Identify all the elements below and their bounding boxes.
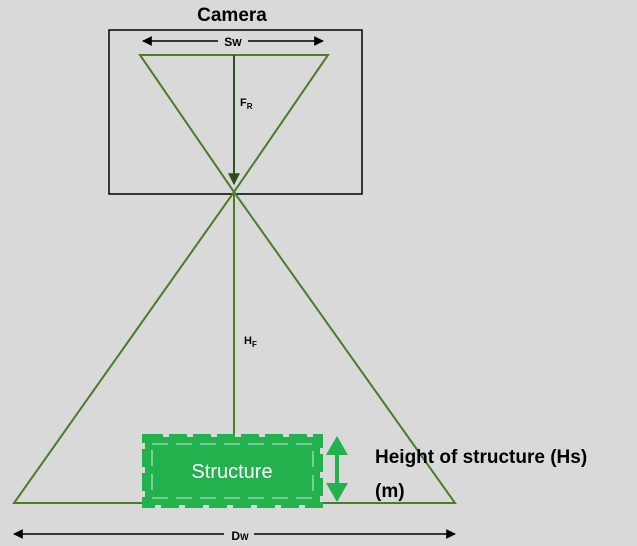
camera-label: Camera — [197, 5, 267, 26]
structure-height-arrow — [326, 436, 348, 502]
sensor-width-label: SW — [224, 35, 242, 49]
focal-length-label: FR — [240, 97, 253, 111]
ground-width-label-bg — [224, 527, 254, 541]
structure-block: Structure — [142, 434, 323, 508]
structure-label: Structure — [191, 461, 272, 483]
flight-height-label: HF — [244, 335, 257, 349]
structure-height-label-line1: Height of structure (Hs) — [375, 447, 587, 468]
structure-height-label-line2: (m) — [375, 481, 405, 502]
ground-width-label: DW — [231, 529, 249, 543]
structure-inner — [151, 443, 314, 499]
sensor-width-label-bg — [218, 33, 248, 47]
